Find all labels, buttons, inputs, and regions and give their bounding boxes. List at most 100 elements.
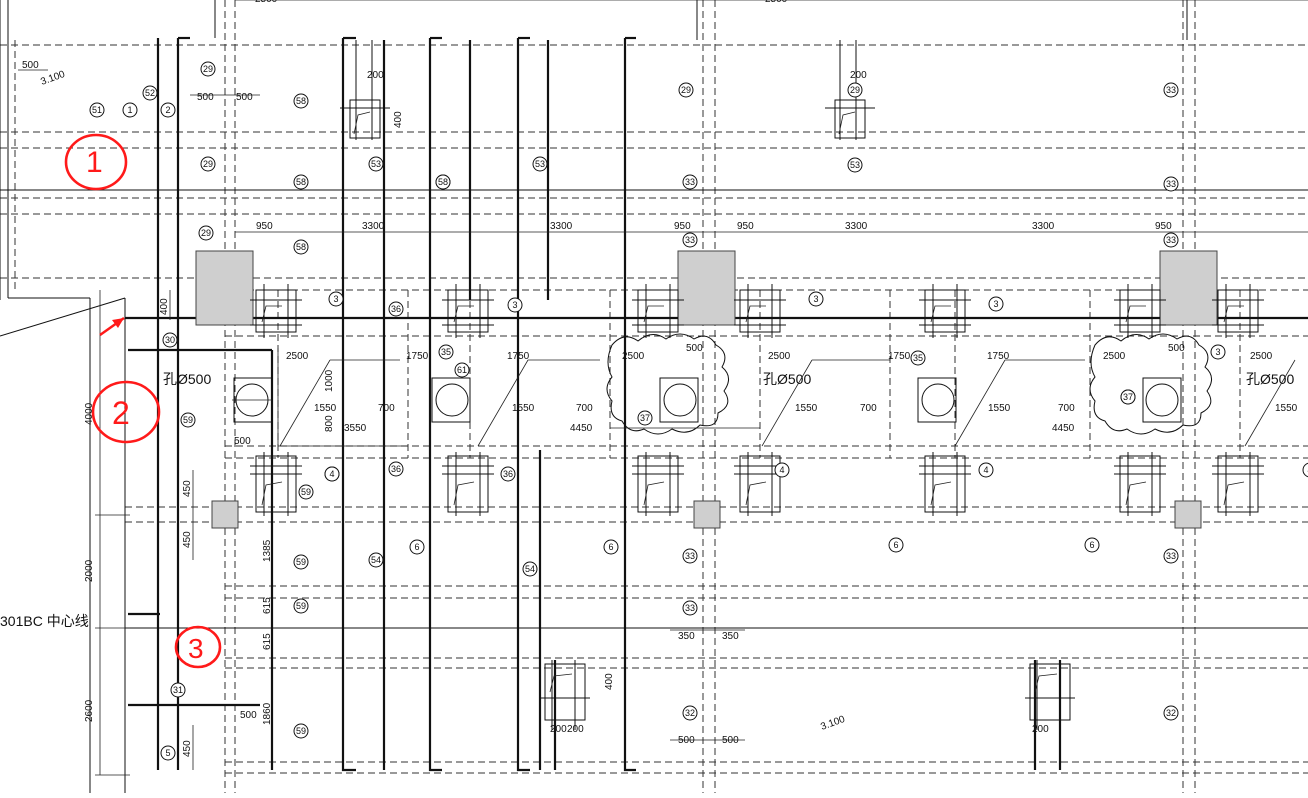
- opening-label-2: 孔Ø500: [763, 371, 811, 387]
- rebar-bubble-number: 6: [414, 542, 419, 552]
- rebar-bubble: 29: [198, 225, 214, 241]
- rebar-bubble-number: 6: [608, 542, 613, 552]
- vdim-1385: 1385: [262, 539, 273, 562]
- rebar-bubble: 54: [522, 561, 538, 577]
- rebar-bubble: 33: [682, 600, 698, 616]
- opening-dim-1750-1: 1750: [406, 351, 429, 362]
- embed-7: [1212, 284, 1264, 338]
- rebar-bubble: 33: [1163, 176, 1179, 192]
- rebar-bubble-number: 3: [813, 294, 818, 304]
- embed-bot-2: [1025, 660, 1075, 730]
- rebar-bubble: 58: [293, 239, 309, 255]
- rebar-bubble-number: 58: [438, 177, 448, 187]
- rebar-bubbles: 2912515258295829333333535353585833332930…: [89, 61, 1308, 761]
- rebar-bubble-number: 33: [1166, 85, 1176, 95]
- top-dim-1: 2500: [255, 0, 278, 5]
- rebar-bubble-number: 3: [1215, 347, 1220, 357]
- dimension-lines: [18, 0, 1308, 776]
- rebar-bubble: 3: [1210, 344, 1226, 360]
- rebar-bubble-number: 29: [681, 85, 691, 95]
- rebar-bubble: 29: [847, 82, 863, 98]
- rebar-bubble: 59: [180, 412, 196, 428]
- opening-label-1: 孔Ø500: [163, 371, 211, 387]
- rebar-bubble: 36: [388, 461, 404, 477]
- bay-dim-3300-4: 3300: [1032, 221, 1055, 232]
- rebar-bubble-number: 36: [391, 304, 401, 314]
- rebar-bubble: 35: [438, 344, 454, 360]
- rebar-bubble-number: 5: [165, 748, 170, 758]
- rebar-bubble-number: 35: [913, 353, 923, 363]
- rebar-bubble: 54: [368, 552, 384, 568]
- embed-3: [632, 284, 684, 338]
- small-dim-500-2: 500: [197, 92, 214, 103]
- small-dim-200-4: 200: [567, 724, 584, 735]
- rebar-bubble-number: 33: [685, 177, 695, 187]
- vdim-1000-1: 1000: [324, 369, 335, 392]
- rebar-bubble: 59: [293, 598, 309, 614]
- rebar-bubble-number: 35: [441, 347, 451, 357]
- bay-dim-950-2: 950: [674, 221, 691, 232]
- red-circle-3: [174, 625, 222, 669]
- rebar-bubble: 61: [454, 362, 470, 378]
- rebar-bubble: 52: [142, 85, 158, 101]
- embed-5: [919, 284, 971, 338]
- rebar-bubble: 36: [500, 466, 516, 482]
- rebar-bubble-number: 59: [296, 726, 306, 736]
- rebar-bubble: 4: [774, 462, 790, 478]
- rebar-bubble-number: 54: [371, 555, 381, 565]
- rebar-bubble-number: 36: [391, 464, 401, 474]
- rebar-bubble: 33: [682, 548, 698, 564]
- rebar-bubble-number: 3: [993, 299, 998, 309]
- small-dim-500-5: 500: [240, 710, 257, 721]
- rebar-bubble-number: 33: [1166, 179, 1176, 189]
- red-arrow: [99, 316, 125, 337]
- rebar-bubble: 31: [170, 682, 186, 698]
- embed-2: [442, 284, 494, 338]
- small-dim-200-3: 200: [550, 724, 567, 735]
- rebar-bubble: 4: [1302, 462, 1308, 478]
- small-dim-200-1: 200: [367, 70, 384, 81]
- rebar-bubble: 3: [988, 296, 1004, 312]
- embed-9: [442, 452, 494, 516]
- rebar-bubble-number: 6: [893, 540, 898, 550]
- rebar-bubble: 36: [388, 301, 404, 317]
- rebar-bubble-number: 29: [203, 159, 213, 169]
- rebar-bubble-number: 54: [525, 564, 535, 574]
- bay-dim-3300-3: 3300: [845, 221, 868, 232]
- opening-dim-500-1: 500: [686, 343, 703, 354]
- rebar-bubble-number: 61: [457, 365, 467, 375]
- embed-6: [1114, 284, 1166, 338]
- embed-10: [632, 452, 684, 516]
- rebar-bubble-number: 32: [685, 708, 695, 718]
- red-circle-2: [91, 380, 161, 444]
- rebar-bubble: 33: [1163, 548, 1179, 564]
- vdim-615-2: 615: [262, 633, 273, 650]
- embed-top-2: [825, 40, 875, 140]
- rebar-bubble-number: 33: [1166, 551, 1176, 561]
- opening-dim-2500-4: 2500: [1103, 351, 1126, 362]
- bay-dim-950-4: 950: [1155, 221, 1172, 232]
- small-dim-500-1: 500: [22, 60, 39, 71]
- rebar-bubble: 59: [293, 723, 309, 739]
- rebar-bubble-number: 4: [329, 469, 334, 479]
- bay-dim-3300-1: 3300: [362, 221, 385, 232]
- embed-1: [250, 284, 302, 338]
- small-dim-500-7: 500: [722, 735, 739, 746]
- opening-dim-1750-3: 1750: [888, 351, 911, 362]
- opening-dim-1750-4: 1750: [987, 351, 1010, 362]
- labels: 2500 2500 950 3300 3300 950 950 3300 330…: [0, 0, 1298, 757]
- elevation-2: 3.100: [819, 714, 847, 733]
- vdim-450-2: 450: [182, 531, 193, 548]
- embed-bot-1: [540, 660, 590, 730]
- left-dim-2000: 2000: [84, 559, 95, 582]
- rebar-bubble: 35: [910, 350, 926, 366]
- rebar-bubble: 3: [808, 291, 824, 307]
- small-dim-500-6: 500: [678, 735, 695, 746]
- rebar-bubble-number: 37: [1123, 392, 1133, 402]
- rebar-bubble-number: 58: [296, 177, 306, 187]
- lower-dim-700-1: 700: [378, 403, 395, 414]
- rebar-bubble: 6: [1084, 537, 1100, 553]
- bay-dim-3300-2: 3300: [550, 221, 573, 232]
